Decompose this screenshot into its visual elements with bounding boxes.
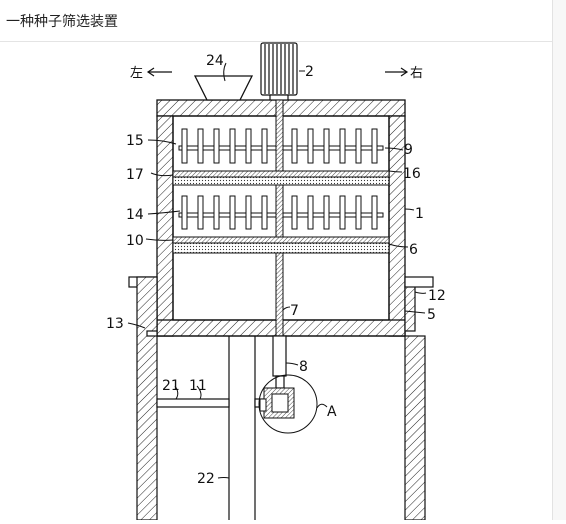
upper-stirrer [178,128,384,164]
drawing-canvas: 左 右 24 2 15 17 14 10 9 [106,42,446,521]
detail-a-mechanism [259,387,295,419]
feed-hopper [193,75,254,101]
callout-15: 15 [126,133,144,149]
callout-16: 16 [403,166,421,182]
inner-column [228,336,256,520]
callout-1: 1 [415,206,424,222]
cross-bar [156,398,266,408]
callout-21: 21 [162,378,180,394]
upper-screen [172,170,390,186]
callout-14: 14 [126,207,144,223]
callout-17: 17 [126,167,144,183]
callout-13: 13 [106,316,124,332]
callout-24: 24 [206,53,224,69]
lower-screen [172,236,390,254]
detail-a-label: A [327,404,337,420]
direction-left-label: 左 [130,66,143,81]
drive-shaft [275,99,284,337]
upper-tines-right [291,128,378,164]
callouts: 24 2 15 17 14 10 9 16 1 6 12 5 13 7 8 21… [106,53,446,487]
callout-5: 5 [427,307,436,323]
header-bar: 一种种子筛选装置 [0,0,552,42]
lower-tines-right [291,195,378,230]
page-title: 一种种子筛选装置 [6,14,118,30]
callout-10: 10 [126,233,144,249]
callout-9: 9 [404,142,413,158]
patent-drawing: 左 右 24 2 15 17 14 10 9 [0,41,552,521]
callout-6: 6 [409,242,418,258]
direction-right: 右 [385,66,423,81]
leader-lines [127,62,427,479]
callout-11: 11 [189,378,207,394]
callout-22: 22 [197,471,215,487]
vertical-scrollbar[interactable] [552,0,566,520]
direction-right-label: 右 [410,66,423,81]
callout-7: 7 [290,303,299,319]
upper-tines-left [181,128,268,164]
lower-rod [272,335,287,389]
direction-left: 左 [130,66,172,81]
motor [260,42,298,101]
callout-2: 2 [305,64,314,80]
lower-tines-left [181,195,268,230]
lower-stirrer [178,195,384,230]
detail-a-circle [258,374,318,434]
callout-12: 12 [428,288,446,304]
callout-8: 8 [299,359,308,375]
